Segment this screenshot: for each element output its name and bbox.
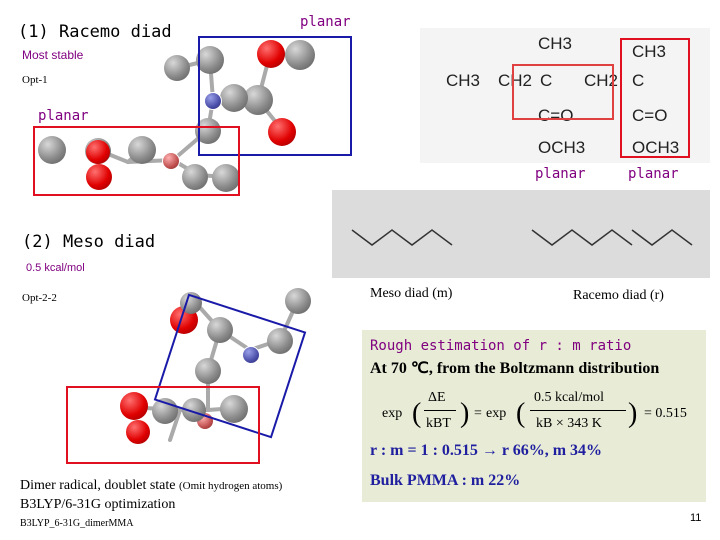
structural-formula: CH3 CH3 CH3 CH2 C CH2 C C=O C=O OCH3 OCH… — [420, 28, 710, 163]
page-number: 11 — [690, 512, 702, 524]
atom-c — [164, 55, 190, 81]
boltzmann-line: At 70 ℃, from the Boltzmann distribution — [370, 360, 660, 377]
atom-c — [220, 395, 248, 423]
fraction-bar — [530, 410, 626, 411]
footer-line1: Dimer radical, doublet state (Omit hydro… — [20, 478, 282, 494]
footer-dimer-radical: Dimer radical, doublet state — [20, 478, 176, 493]
eq-numerator-1: ΔE — [428, 390, 446, 405]
fraction-bar — [424, 410, 456, 411]
planar-label-top: planar — [300, 14, 351, 30]
section2-title: Meso diad — [62, 232, 156, 252]
radical-carbon-atom — [242, 346, 260, 364]
ratio-result: r : m = 1 : 0.515 → r 66%, m 34% — [370, 442, 603, 459]
atom-o — [126, 420, 150, 444]
atom-c — [207, 317, 233, 343]
co-b: C=O — [632, 106, 668, 125]
meso-planar-red — [66, 386, 260, 464]
planar-highlight-blue — [198, 36, 352, 156]
opt1-label: Opt-1 — [22, 74, 48, 86]
ch3-top-right: CH3 — [632, 42, 667, 61]
atom-c — [243, 85, 273, 115]
diad-illustration — [332, 190, 710, 278]
planar-highlight-red — [33, 126, 240, 196]
atom-o — [86, 164, 112, 190]
paren: ( — [412, 398, 422, 429]
stability-label: Most stable — [22, 48, 84, 62]
opt22-label: Opt-2-2 — [22, 292, 57, 304]
radical-carbon-atom — [204, 92, 222, 110]
atom-c — [285, 40, 315, 70]
atom-c — [38, 136, 66, 164]
atom-c — [182, 398, 206, 422]
radical-carbon-atom — [162, 152, 180, 170]
diad-zigzag — [351, 229, 693, 246]
formula-red-box — [620, 38, 690, 158]
footer-file: B3LYP_6-31G_dimerMMA — [20, 518, 134, 529]
paren: ) — [460, 398, 470, 429]
planar-label-right: planar — [628, 166, 679, 182]
eq-equals-1: = — [474, 406, 482, 421]
atom-c — [128, 136, 156, 164]
racemo-molecule-model — [30, 30, 360, 200]
eq-numerator-2: 0.5 kcal/mol — [534, 390, 604, 405]
atom-o — [268, 118, 296, 146]
ch2-b: CH2 — [584, 71, 619, 90]
planar-label-mid: planar — [38, 108, 89, 124]
atom-o — [257, 40, 285, 68]
section1-heading: (1) Racemo diad — [18, 22, 172, 42]
atom-c — [220, 84, 248, 112]
meso-diad-label: Meso diad (m) — [370, 286, 453, 301]
meso-molecule-model — [60, 280, 340, 460]
ch3-main: CH3 — [446, 71, 481, 90]
planar-label-left: planar — [535, 166, 586, 182]
eq-result: = 0.515 — [644, 406, 687, 421]
section2-number: (2) — [22, 232, 53, 252]
bulk-pmma: Bulk PMMA : m 22% — [370, 472, 521, 489]
eq-exp-2: exp — [486, 406, 507, 421]
atom-o — [86, 140, 110, 164]
estimation-panel: Rough estimation of r : m ratio At 70 ℃,… — [362, 330, 706, 502]
co-a: C=O — [538, 106, 574, 125]
atom-o — [120, 392, 148, 420]
formula-red-outline — [512, 64, 614, 120]
atom-c — [195, 358, 221, 384]
c-b: C — [632, 71, 645, 90]
footer-line2: B3LYP/6-31G optimization — [20, 497, 176, 512]
atom-c — [212, 164, 240, 192]
paren: ( — [516, 398, 526, 429]
eq-denominator-1: kBT — [426, 416, 451, 431]
section2-heading: (2) Meso diad — [22, 232, 155, 252]
energy-label: 0.5 kcal/mol — [26, 262, 85, 274]
och3-a: OCH3 — [538, 138, 586, 157]
eq-exp-1: exp — [382, 406, 403, 421]
boltzmann-equation: exp ( ΔE kBT ) = exp ( 0.5 kcal/mol kB ×… — [382, 388, 702, 442]
atom-c — [182, 164, 208, 190]
atom-c — [285, 288, 311, 314]
atom-c — [180, 292, 202, 314]
section1-title: Racemo diad — [58, 22, 172, 42]
footer-note: (Omit hydrogen atoms) — [179, 480, 283, 492]
eq-denominator-2: kB × 343 K — [536, 416, 602, 431]
c-a: C — [540, 71, 553, 90]
ch2-a: CH2 — [498, 71, 533, 90]
paren: ) — [628, 398, 638, 429]
estimation-heading: Rough estimation of r : m ratio — [370, 338, 632, 354]
ch3-top-left: CH3 — [538, 34, 573, 53]
section1-number: (1) — [18, 22, 49, 42]
racemo-diad-label: Racemo diad (r) — [573, 288, 664, 303]
och3-b: OCH3 — [632, 138, 680, 157]
atom-c — [152, 398, 178, 424]
atom-c — [196, 46, 224, 74]
atom-c — [267, 328, 293, 354]
